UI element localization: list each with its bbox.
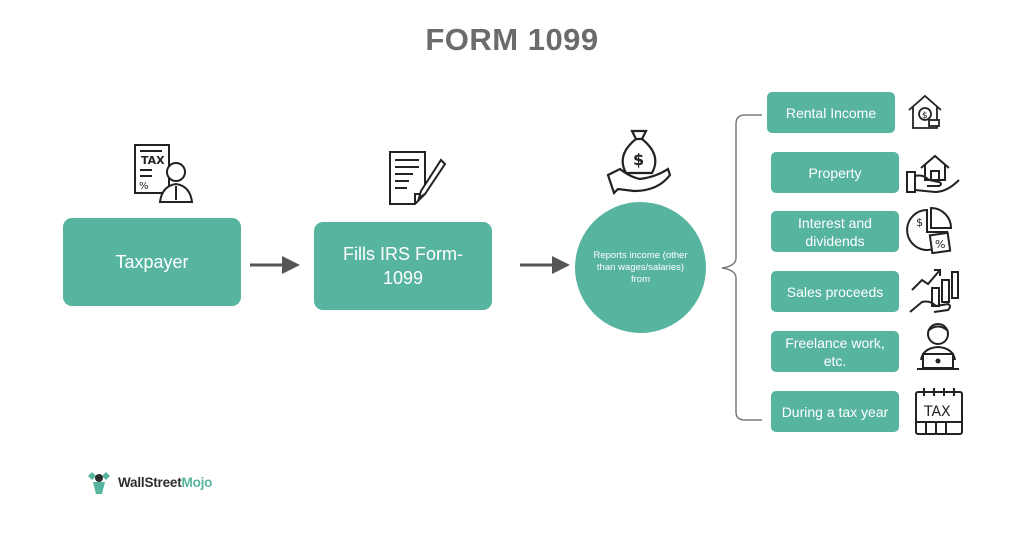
source-tax-year: During a tax year xyxy=(771,391,899,432)
fills-form-box: Fills IRS Form-1099 xyxy=(314,222,492,310)
source-label: Rental Income xyxy=(785,104,877,121)
source-rental-income: Rental Income xyxy=(767,92,895,133)
svg-text:%: % xyxy=(139,181,149,192)
form-pen-icon xyxy=(385,148,447,213)
taxpayer-icon: TAX % xyxy=(132,142,194,209)
source-sales-proceeds: Sales proceeds xyxy=(771,271,899,312)
diagram-title: FORM 1099 xyxy=(425,22,599,57)
reports-income-label: Reports income (other than wages/salarie… xyxy=(593,249,688,285)
reports-income-circle: Reports income (other than wages/salarie… xyxy=(575,202,706,333)
source-interest-dividends: Interest and dividends xyxy=(771,211,899,252)
svg-text:$: $ xyxy=(916,216,923,229)
person-laptop-icon xyxy=(915,320,961,377)
money-bag-hand-icon: $ xyxy=(604,125,674,200)
logo-icon xyxy=(88,472,110,494)
bracket xyxy=(721,114,762,421)
source-label: Property xyxy=(808,164,862,181)
hand-house-icon xyxy=(905,148,961,201)
source-label: Interest and dividends xyxy=(798,214,872,249)
svg-text:TAX: TAX xyxy=(923,404,951,420)
wallstreetmojo-logo: WallStreetMojo xyxy=(84,468,212,496)
fills-form-label: Fills IRS Form-1099 xyxy=(343,244,463,288)
source-label: Freelance work, etc. xyxy=(785,334,885,369)
source-property: Property xyxy=(771,152,899,193)
taxpayer-box: Taxpayer xyxy=(63,218,241,306)
logo-text: WallStreetMojo xyxy=(118,474,213,490)
tax-calendar-icon: TAX xyxy=(912,386,966,443)
svg-text:$: $ xyxy=(922,111,928,121)
svg-text:$: $ xyxy=(633,150,644,169)
svg-text:%: % xyxy=(935,238,945,251)
growth-chart-hand-icon xyxy=(908,266,960,323)
source-freelance-work: Freelance work, etc. xyxy=(771,331,899,372)
source-label: Sales proceeds xyxy=(786,283,884,300)
house-money-icon: $ xyxy=(905,92,945,137)
source-label: During a tax year xyxy=(781,403,889,420)
svg-text:TAX: TAX xyxy=(141,154,165,167)
taxpayer-label: Taxpayer xyxy=(115,252,189,272)
pie-percent-icon: % $ xyxy=(905,206,953,259)
